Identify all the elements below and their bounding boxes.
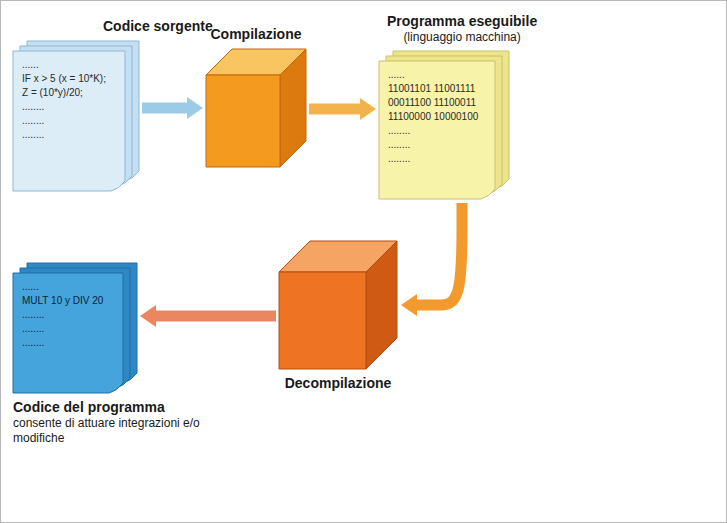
heading: Decompilazione — [285, 375, 392, 392]
cube-shape — [206, 49, 306, 167]
heading-above: Codice sorgente — [103, 18, 213, 35]
code-line: ........ — [22, 128, 106, 142]
page-sheet — [13, 51, 125, 191]
flow-arrow — [309, 104, 360, 115]
source-code-pages: ......IF x > 5 (x = 10*K);Z = (10*y)/20;… — [13, 41, 139, 191]
code-line: IF x > 5 (x = 10*K); — [22, 72, 106, 86]
heading: Codice del programma — [13, 399, 203, 416]
heading: Codice sorgente — [103, 18, 213, 35]
code-line: ...... — [22, 280, 103, 294]
compiler-cube: Compilazione — [206, 49, 306, 167]
cube-face — [280, 49, 306, 167]
heading-above: Programma eseguibile(linguaggio macchina… — [387, 13, 537, 45]
code-line: ........ — [22, 322, 103, 336]
code-line: ........ — [388, 152, 478, 166]
code-line: 00011100 11100011 — [388, 96, 478, 110]
label-below: Codice del programmaconsente di attuare … — [13, 399, 203, 446]
code-line: ........ — [22, 308, 103, 322]
code-line: 11100000 10000100 — [388, 110, 478, 124]
page-text: ......MULT 10 y DIV 20..................… — [13, 263, 125, 358]
code-line: ........ — [22, 100, 106, 114]
code-line: ........ — [388, 124, 478, 138]
flow-arrow — [156, 311, 276, 322]
executable-pages: ......11001101 1100111100011100 11100011… — [379, 51, 509, 199]
heading: Compilazione — [210, 26, 301, 43]
cube-face — [206, 75, 280, 167]
decompiler-cube: Decompilazione — [279, 241, 397, 369]
page-sheet — [13, 273, 123, 393]
flow-arrow — [142, 103, 187, 114]
cube-face — [279, 272, 366, 369]
heading-above: Compilazione — [210, 26, 301, 43]
page-sheet — [379, 61, 495, 199]
code-line: ........ — [22, 114, 106, 128]
code-line: ...... — [22, 58, 106, 72]
label-below: Decompilazione — [285, 375, 392, 392]
code-line: ........ — [22, 336, 103, 350]
flow-arrow — [417, 203, 462, 305]
page-text: ......11001101 1100111100011100 11100011… — [379, 51, 500, 174]
page-text: ......IF x > 5 (x = 10*K);Z = (10*y)/20;… — [13, 41, 128, 150]
description: consente di attuare integrazioni e/o mod… — [13, 416, 203, 446]
code-line: ...... — [388, 68, 478, 82]
code-line: ........ — [388, 138, 478, 152]
code-line: MULT 10 y DIV 20 — [22, 294, 103, 308]
subheading: (linguaggio macchina) — [387, 30, 537, 45]
heading: Programma eseguibile — [387, 13, 537, 30]
code-line: 11001101 11001111 — [388, 82, 478, 96]
code-line: Z = (10*y)/20; — [22, 86, 106, 100]
cube-face — [366, 241, 397, 369]
cube-shape — [279, 241, 397, 369]
program-code-pages: ......MULT 10 y DIV 20..................… — [13, 263, 137, 393]
